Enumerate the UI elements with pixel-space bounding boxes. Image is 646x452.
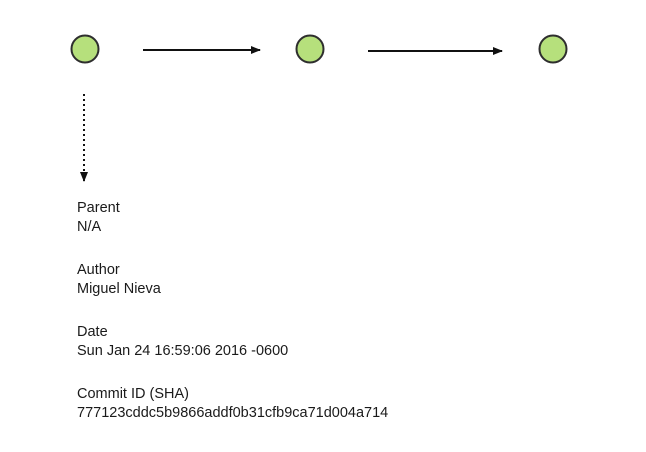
author-label: Author xyxy=(77,262,120,278)
parent-field: Parent N/A xyxy=(77,199,388,237)
commit-node-2 xyxy=(295,34,325,64)
commit-details: Parent N/A Author Miguel Nieva Date Sun … xyxy=(77,199,388,447)
commit-node-1 xyxy=(70,34,100,64)
commit-diagram xyxy=(70,34,568,182)
date-value: Sun Jan 24 16:59:06 2016 -0600 xyxy=(77,343,289,359)
commit-node-3 xyxy=(538,34,568,64)
commit-id-label: Commit ID (SHA) xyxy=(77,386,189,402)
parent-value: N/A xyxy=(77,219,102,235)
date-field: Date Sun Jan 24 16:59:06 2016 -0600 xyxy=(77,323,388,361)
date-label: Date xyxy=(77,324,108,340)
commit-id-field: Commit ID (SHA) 777123cddc5b9866addf0b31… xyxy=(77,385,388,423)
author-field: Author Miguel Nieva xyxy=(77,261,388,299)
author-value: Miguel Nieva xyxy=(77,281,161,297)
parent-label: Parent xyxy=(77,200,120,216)
commit-id-value: 777123cddc5b9866addf0b31cfb9ca71d004a714 xyxy=(77,405,389,421)
